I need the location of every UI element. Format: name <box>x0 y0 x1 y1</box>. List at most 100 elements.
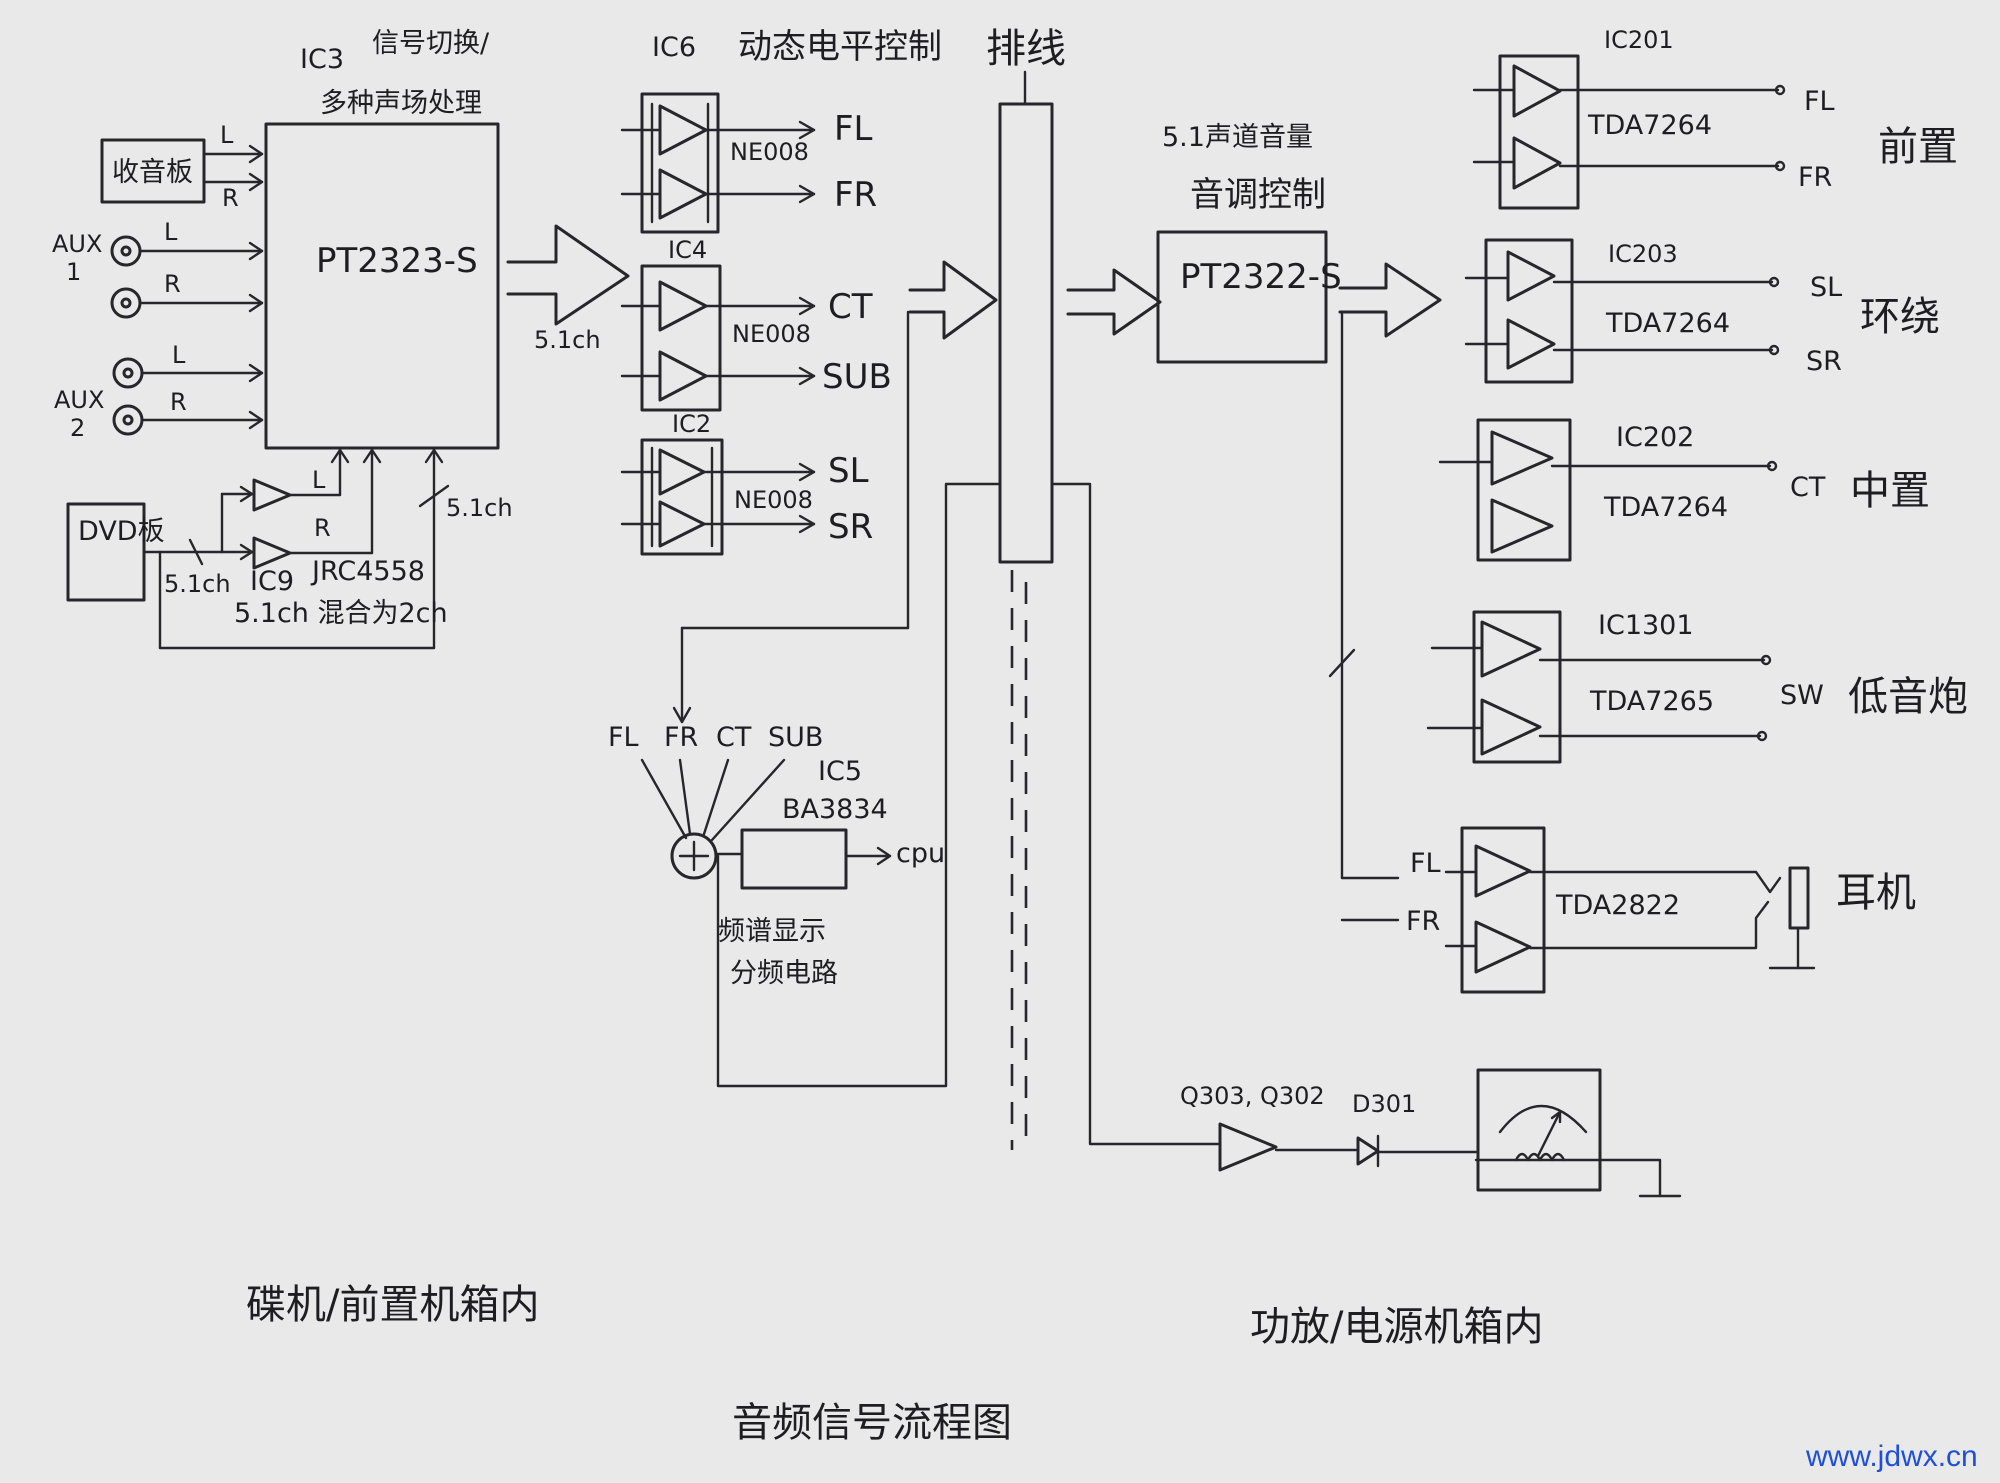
ic2-sl-label: SL <box>828 451 869 491</box>
ic201-fr-label: FR <box>1798 162 1832 193</box>
ic4-chip: NE008 <box>732 320 811 348</box>
ic5-chip: BA3834 <box>782 794 888 825</box>
ic5-fl-label: FL <box>608 722 639 753</box>
ic202-ref: IC202 <box>1616 422 1694 453</box>
radio-r-label: R <box>222 184 239 212</box>
ic201-fl-label: FL <box>1804 86 1835 117</box>
ic6-amp-fl-icon <box>658 104 708 156</box>
ic5-feed-lines <box>672 310 910 724</box>
hp-fl-label: FL <box>1410 848 1441 879</box>
ic203-sr-label: SR <box>1806 346 1842 377</box>
ic2-amp-sr-icon <box>658 500 706 548</box>
ic4-ct-label: CT <box>828 287 873 327</box>
svg-text:R: R <box>314 514 331 542</box>
ic4-block: IC4 NE008 CT SUB <box>620 236 892 412</box>
aux2-label-2: 2 <box>70 414 85 442</box>
dvd-board: DVD板 5.1ch 5.1ch <box>66 448 513 650</box>
headphone-jack-icon <box>1788 866 1810 930</box>
tone-output-arrow <box>1338 262 1442 338</box>
hp-box <box>1460 826 1546 994</box>
ic5-fr-label: FR <box>664 722 698 753</box>
ic9-chip: JRC4558 <box>310 556 425 587</box>
right-section-caption: 功放/电源机箱内 <box>1250 1304 1543 1350</box>
aux1-label-2: 1 <box>66 258 81 286</box>
aux1-input: AUX 1 L R <box>52 218 264 319</box>
tone-desc-2: 音调控制 <box>1190 175 1326 215</box>
ic201-box <box>1498 54 1580 210</box>
aux2-label-1: AUX <box>54 386 104 414</box>
ic5-ct-label: CT <box>716 722 752 753</box>
aux2-r-jack-icon <box>112 404 144 436</box>
vu-meter-icon <box>1476 1068 1602 1192</box>
left-section-caption: 碟机/前置机箱内 <box>246 1282 539 1328</box>
aux2-l-jack-icon <box>112 357 144 389</box>
ic1301-subwoofer-amp: IC1301 TDA7265 SW 低音炮 <box>1426 610 1968 764</box>
ic5-sub-label: SUB <box>768 722 823 753</box>
ic5-ref: IC5 <box>818 756 862 787</box>
ic2-chip: NE008 <box>734 486 813 514</box>
ic203-surround-amp: IC203 TDA7264 SL SR 环绕 <box>1464 238 1940 384</box>
bus-input-arrow <box>908 260 998 340</box>
ic202-ct-label: CT <box>1790 472 1826 503</box>
meter-5-1ch-label: 5.1ch <box>446 494 513 522</box>
svg-text:L: L <box>172 341 186 369</box>
ic201-amp-fl-icon <box>1512 64 1562 118</box>
ic9-desc: 5.1ch 混合为2ch <box>234 598 448 629</box>
ic5-out-label: cpu <box>896 838 945 869</box>
ic4-sub-label: SUB <box>822 357 892 397</box>
hp-chip: TDA2822 <box>1555 890 1680 921</box>
ic5-box <box>740 828 848 890</box>
tone-box <box>1156 230 1328 364</box>
ic4-box <box>640 264 722 412</box>
svg-text:R: R <box>170 388 187 416</box>
ic203-chip: TDA7264 <box>1605 308 1730 339</box>
aux1-label-1: AUX <box>52 230 102 258</box>
ic203-sl-label: SL <box>1810 272 1842 303</box>
radio-l-label: L <box>220 121 234 149</box>
meter-transistors: Q303, Q302 <box>1180 1082 1325 1110</box>
ic9-mixer: L R IC9 JRC4558 5.1ch 混合为2ch <box>234 448 448 629</box>
ic201-front-amp: IC201 TDA7264 FL FR 前置 <box>1472 26 1958 210</box>
ribbon-bus: 排线 <box>986 26 1066 1150</box>
ic2-sr-label: SR <box>828 507 873 547</box>
ic201-ref: IC201 <box>1604 26 1674 54</box>
ic6-box <box>640 92 720 234</box>
ic3-desc-1: 信号切换/ <box>372 28 490 59</box>
ic3-output-arrow: 5.1ch <box>506 224 630 354</box>
hp-amp-fl-icon <box>1474 844 1532 898</box>
ic5-desc-1: 频谱显示 <box>718 916 826 947</box>
radio-board-box <box>100 138 206 204</box>
ic1301-amp-upper-icon <box>1480 620 1542 678</box>
ic4-amp-ct-icon <box>658 280 708 332</box>
ic203-ref: IC203 <box>1608 240 1678 268</box>
ic3-chip: PT2323-S <box>316 241 478 281</box>
bus-label: 排线 <box>986 26 1066 72</box>
level-meter: Q303, Q302 D301 <box>1180 1068 1682 1198</box>
ic3-box <box>264 122 500 450</box>
ic1301-box <box>1472 610 1562 764</box>
ic6-block: IC6 动态电平控制 NE008 FL FR <box>620 27 942 234</box>
ic6-ref: IC6 <box>652 32 696 63</box>
ic203-box <box>1484 238 1574 384</box>
ic203-group: 环绕 <box>1860 294 1940 340</box>
dvd-board-label: DVD板 <box>78 516 165 547</box>
ic201-group: 前置 <box>1878 124 1958 170</box>
radio-board: 收音板 L R <box>100 121 264 212</box>
tone-chip: PT2322-S <box>1180 257 1342 297</box>
svg-text:R: R <box>164 270 181 298</box>
ic6-chip: NE008 <box>730 138 809 166</box>
ic203-amp-sr-icon <box>1506 318 1556 370</box>
aux2-input: AUX 2 L R <box>54 341 264 442</box>
ic202-amp-ct-icon <box>1490 430 1554 486</box>
hp-fr-label: FR <box>1406 906 1440 937</box>
diode-icon <box>1356 1136 1380 1166</box>
ic2-box <box>640 438 724 556</box>
tone-desc-1: 5.1声道音量 <box>1162 122 1313 153</box>
ic1301-amp-lower-icon <box>1480 698 1542 756</box>
tone-control-block: 5.1声道音量 音调控制 PT2322-S <box>1156 122 1342 364</box>
ic202-group: 中置 <box>1850 468 1930 514</box>
summing-junction-icon <box>670 832 718 880</box>
ic4-amp-sub-icon <box>658 350 708 402</box>
dvd-5-1ch-label: 5.1ch <box>164 570 231 598</box>
